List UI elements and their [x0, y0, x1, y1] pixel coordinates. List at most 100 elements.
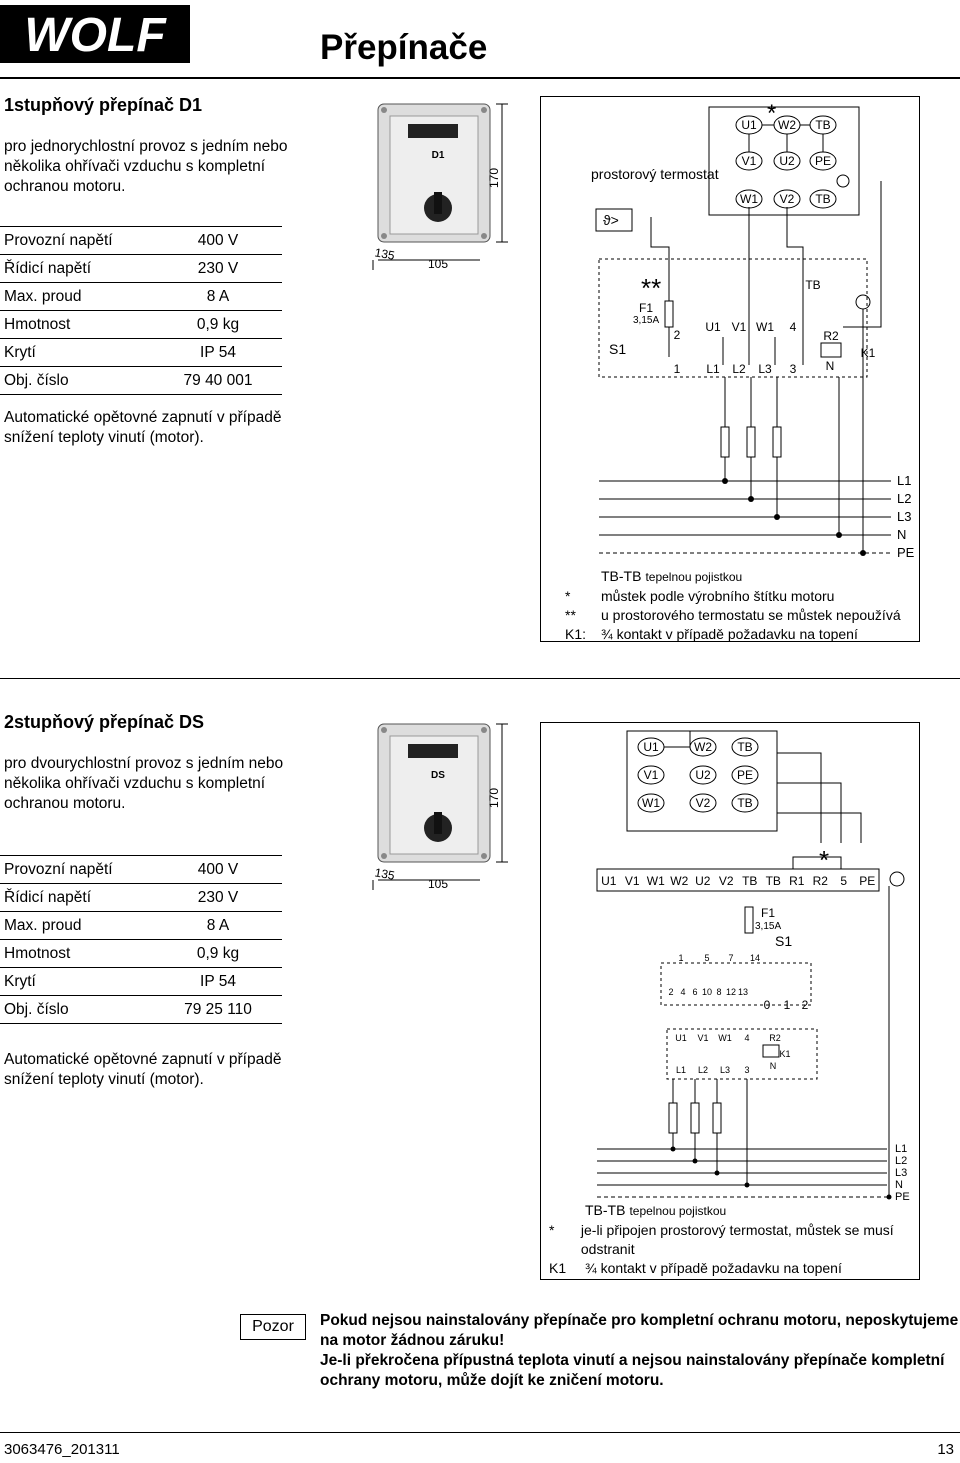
ds-n-label: N [770, 1061, 777, 1071]
wiring-diagram-1: U1 W2 TB V1 U2 PE W1 V2 TB * prostorový … [591, 100, 915, 560]
footer-rule [0, 1432, 960, 1433]
ds-fuse-label: F1 [761, 906, 775, 920]
d1-term-pe: PE [815, 154, 831, 168]
d1-star: * [767, 100, 776, 127]
d1-up-w1: W1 [756, 320, 774, 334]
switch-terminal-bottom: 10 [702, 987, 712, 997]
d1-thermostat-label: prostorový termostat [591, 166, 719, 182]
section1-description: pro jednorychlostní provoz s jedním nebo… [4, 138, 288, 195]
legend-key: ** [565, 607, 576, 623]
switch-terminal-bottom: 12 [726, 987, 736, 997]
section1-title: 1stupňový přepínač D1 [4, 95, 203, 115]
device-ds-width: 105 [428, 877, 448, 891]
d1-term-w1: W1 [740, 192, 758, 206]
wolf-logo: WOLF [0, 5, 190, 63]
ds-term-tb1: TB [737, 740, 752, 754]
ds-term-u1: U1 [643, 740, 659, 754]
d1-lo-l3: L3 [758, 362, 772, 376]
legend-row: * je-li připojen prostorový termostat, mů… [549, 1221, 909, 1259]
ds-term-pe: PE [737, 768, 753, 782]
spec-value: 8 A [154, 282, 282, 311]
legend-text-main: můstek podle výrobního štítku motoru [601, 588, 835, 604]
legend-text-small: tepelnou pojistkou [629, 1204, 727, 1218]
ds-term-u2: U2 [695, 768, 711, 782]
thermostat-icon: ϑ> [603, 212, 619, 228]
d1-line-l2: L2 [897, 491, 911, 506]
legend-text-main: ¾ kontakt v případě požadavku na topení [601, 626, 858, 642]
ds-k-3: 3 [744, 1065, 749, 1075]
legend-key: * [549, 1222, 555, 1238]
ds-k-l3: L3 [720, 1065, 730, 1075]
ds-term-w1: W1 [642, 796, 660, 810]
page-number: 13 [937, 1441, 954, 1458]
device-d1-image: D1 170 105 135 [372, 103, 508, 271]
spec-value: 79 25 110 [154, 995, 282, 1024]
d1-fuse-label: F1 [639, 301, 653, 315]
ds-k-l1: L1 [676, 1065, 686, 1075]
switch-terminal-bottom: 8 [716, 987, 721, 997]
d1-term-v1: V1 [742, 154, 757, 168]
spec-label: Hmotnost [0, 939, 154, 968]
legend-key [549, 1201, 585, 1221]
device-ds-depth: 135 [374, 865, 396, 882]
device-d1-height: 170 [487, 168, 501, 188]
section1-diagram-box: U1 W2 TB V1 U2 PE W1 V2 TB * prostorový … [540, 96, 920, 642]
d1-lo-l1: L1 [706, 362, 720, 376]
d1-up-v1: V1 [732, 320, 747, 334]
spec-value: 0,9 kg [154, 939, 282, 968]
d1-line-l3: L3 [897, 509, 911, 524]
switch-terminal-top: 14 [750, 953, 760, 963]
legend-text-main: je-li připojen prostorový termostat, můs… [580, 1222, 894, 1257]
spec-label: Obj. číslo [0, 995, 154, 1024]
d1-star2: ** [641, 273, 661, 303]
switch-terminal-bottom: 13 [738, 987, 748, 997]
strip-terminal: U2 [695, 874, 711, 888]
switch-terminal-top: 5 [704, 953, 709, 963]
doc-number: 3063476_201311 [4, 1441, 120, 1458]
ds-k1-label: K1 [779, 1049, 790, 1059]
strip-terminal: TB [742, 874, 757, 888]
legend-text: u prostorového termostatu se můstek nepo… [601, 606, 901, 625]
spec-label: Obj. číslo [0, 366, 154, 395]
strip-terminal: W1 [647, 874, 665, 888]
section2-description: pro dvourychlostní provoz s jedním nebo … [4, 755, 284, 812]
spec-label: Max. proud [0, 282, 154, 311]
ds-fuse-rating: 3,15A [755, 921, 781, 932]
ds-r2-label: R2 [769, 1033, 781, 1043]
device-ds-image: DS 170 105 135 [372, 723, 508, 891]
d1-k1-label: K1 [861, 346, 876, 360]
legend-key [565, 567, 601, 587]
spec-label: Provozní napětí [0, 855, 154, 884]
ds-term-w2: W2 [694, 740, 712, 754]
d1-n-label: N [826, 359, 835, 373]
ds-line-l3: L3 [895, 1167, 907, 1179]
legend-row: K1:¾ kontakt v případě požadavku na tope… [565, 625, 901, 644]
legend-text-small: tepelnou pojistkou [645, 570, 743, 584]
device-d1-label: D1 [432, 150, 445, 161]
section-divider [0, 678, 960, 679]
warning-line2: Je-li překročena přípustná teplota vinut… [320, 1352, 945, 1389]
d1-line-n: N [897, 527, 906, 542]
ds-line-l2: L2 [895, 1155, 907, 1167]
legend-text-main: u prostorového termostatu se můstek nepo… [601, 607, 901, 623]
d1-term-tb1: TB [815, 118, 830, 132]
device-d1-width: 105 [428, 257, 448, 271]
legend-text-main: TB-TB [601, 568, 642, 584]
spec-label: Max. proud [0, 911, 154, 940]
